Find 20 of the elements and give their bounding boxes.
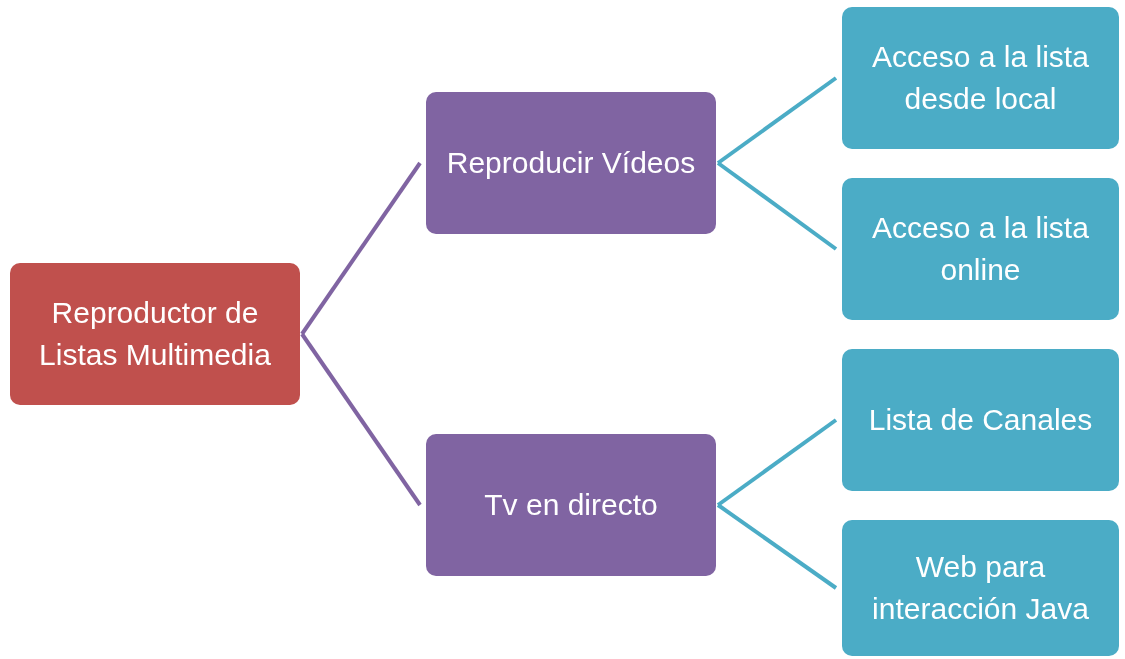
topic-label: Reproductor de Listas Multimedia <box>38 295 272 373</box>
connector-line <box>716 503 838 590</box>
topic-label: Web para interacción Java <box>871 549 1090 627</box>
topic-label: Lista de Canales <box>868 402 1093 438</box>
topic-box <box>842 520 1119 656</box>
topic-box <box>842 178 1119 320</box>
connector-line <box>716 161 838 251</box>
connector-line <box>716 76 838 165</box>
topic-label: Reproducir Vídeos <box>446 145 696 181</box>
topic-box <box>842 349 1119 491</box>
topic-box <box>426 92 716 234</box>
topic-box <box>842 7 1119 149</box>
connector-line <box>300 332 422 507</box>
topic-label: Acceso a la lista online <box>871 210 1090 288</box>
topic-box <box>10 263 300 405</box>
connector-line <box>716 418 838 507</box>
topic-box <box>426 434 716 576</box>
topic-label: Tv en directo <box>484 487 658 523</box>
connector-line <box>300 161 422 336</box>
topic-label: Acceso a la lista desde local <box>871 39 1090 117</box>
